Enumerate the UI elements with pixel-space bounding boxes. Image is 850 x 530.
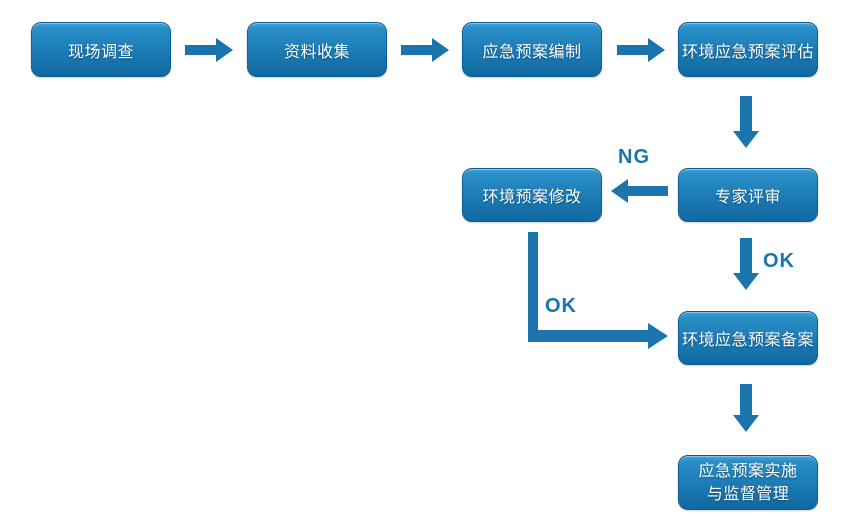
arrow-shaft (740, 96, 752, 131)
node-implementation-line1: 应急预案实施 (698, 462, 798, 480)
arrow-head (733, 273, 759, 290)
arrow-head (733, 131, 759, 148)
elbow-vertical-segment (528, 232, 538, 342)
edge-label-ok-expert: OK (763, 250, 795, 272)
node-plan-compilation: 应急预案编制 (462, 22, 602, 77)
arrow-down-icon (733, 96, 759, 148)
arrow-head (216, 38, 233, 62)
arrow-left-icon (611, 179, 668, 203)
node-expert-review: 专家评审 (678, 168, 818, 222)
node-site-survey: 现场调查 (31, 22, 171, 77)
node-plan-filing: 环境应急预案备案 (678, 311, 818, 365)
node-implementation-line2: 与监督管理 (706, 485, 790, 503)
arrow-shaft (740, 384, 752, 415)
node-plan-revision: 环境预案修改 (462, 168, 602, 222)
node-data-collection: 资料收集 (247, 22, 387, 77)
arrow-shaft (185, 45, 216, 55)
node-implementation: 应急预案实施 与监督管理 (678, 455, 818, 510)
arrow-head (432, 38, 449, 62)
arrow-shaft (740, 238, 752, 273)
arrow-right-icon (401, 38, 449, 62)
arrow-head (611, 179, 628, 203)
arrow-shaft (617, 45, 648, 55)
edge-label-ok-revision: OK (545, 295, 577, 317)
arrow-shaft (628, 186, 668, 196)
arrow-head (648, 38, 665, 62)
arrow-right-icon (185, 38, 233, 62)
node-plan-assessment: 环境应急预案评估 (678, 22, 818, 77)
arrow-down-icon (733, 238, 759, 290)
arrow-head (733, 415, 759, 432)
arrow-down-icon (733, 384, 759, 432)
arrow-shaft (401, 45, 432, 55)
edge-label-ng: NG (618, 146, 650, 168)
arrow-right-icon (617, 38, 665, 62)
arrow-head (648, 323, 668, 349)
elbow-horizontal-segment (528, 330, 648, 342)
